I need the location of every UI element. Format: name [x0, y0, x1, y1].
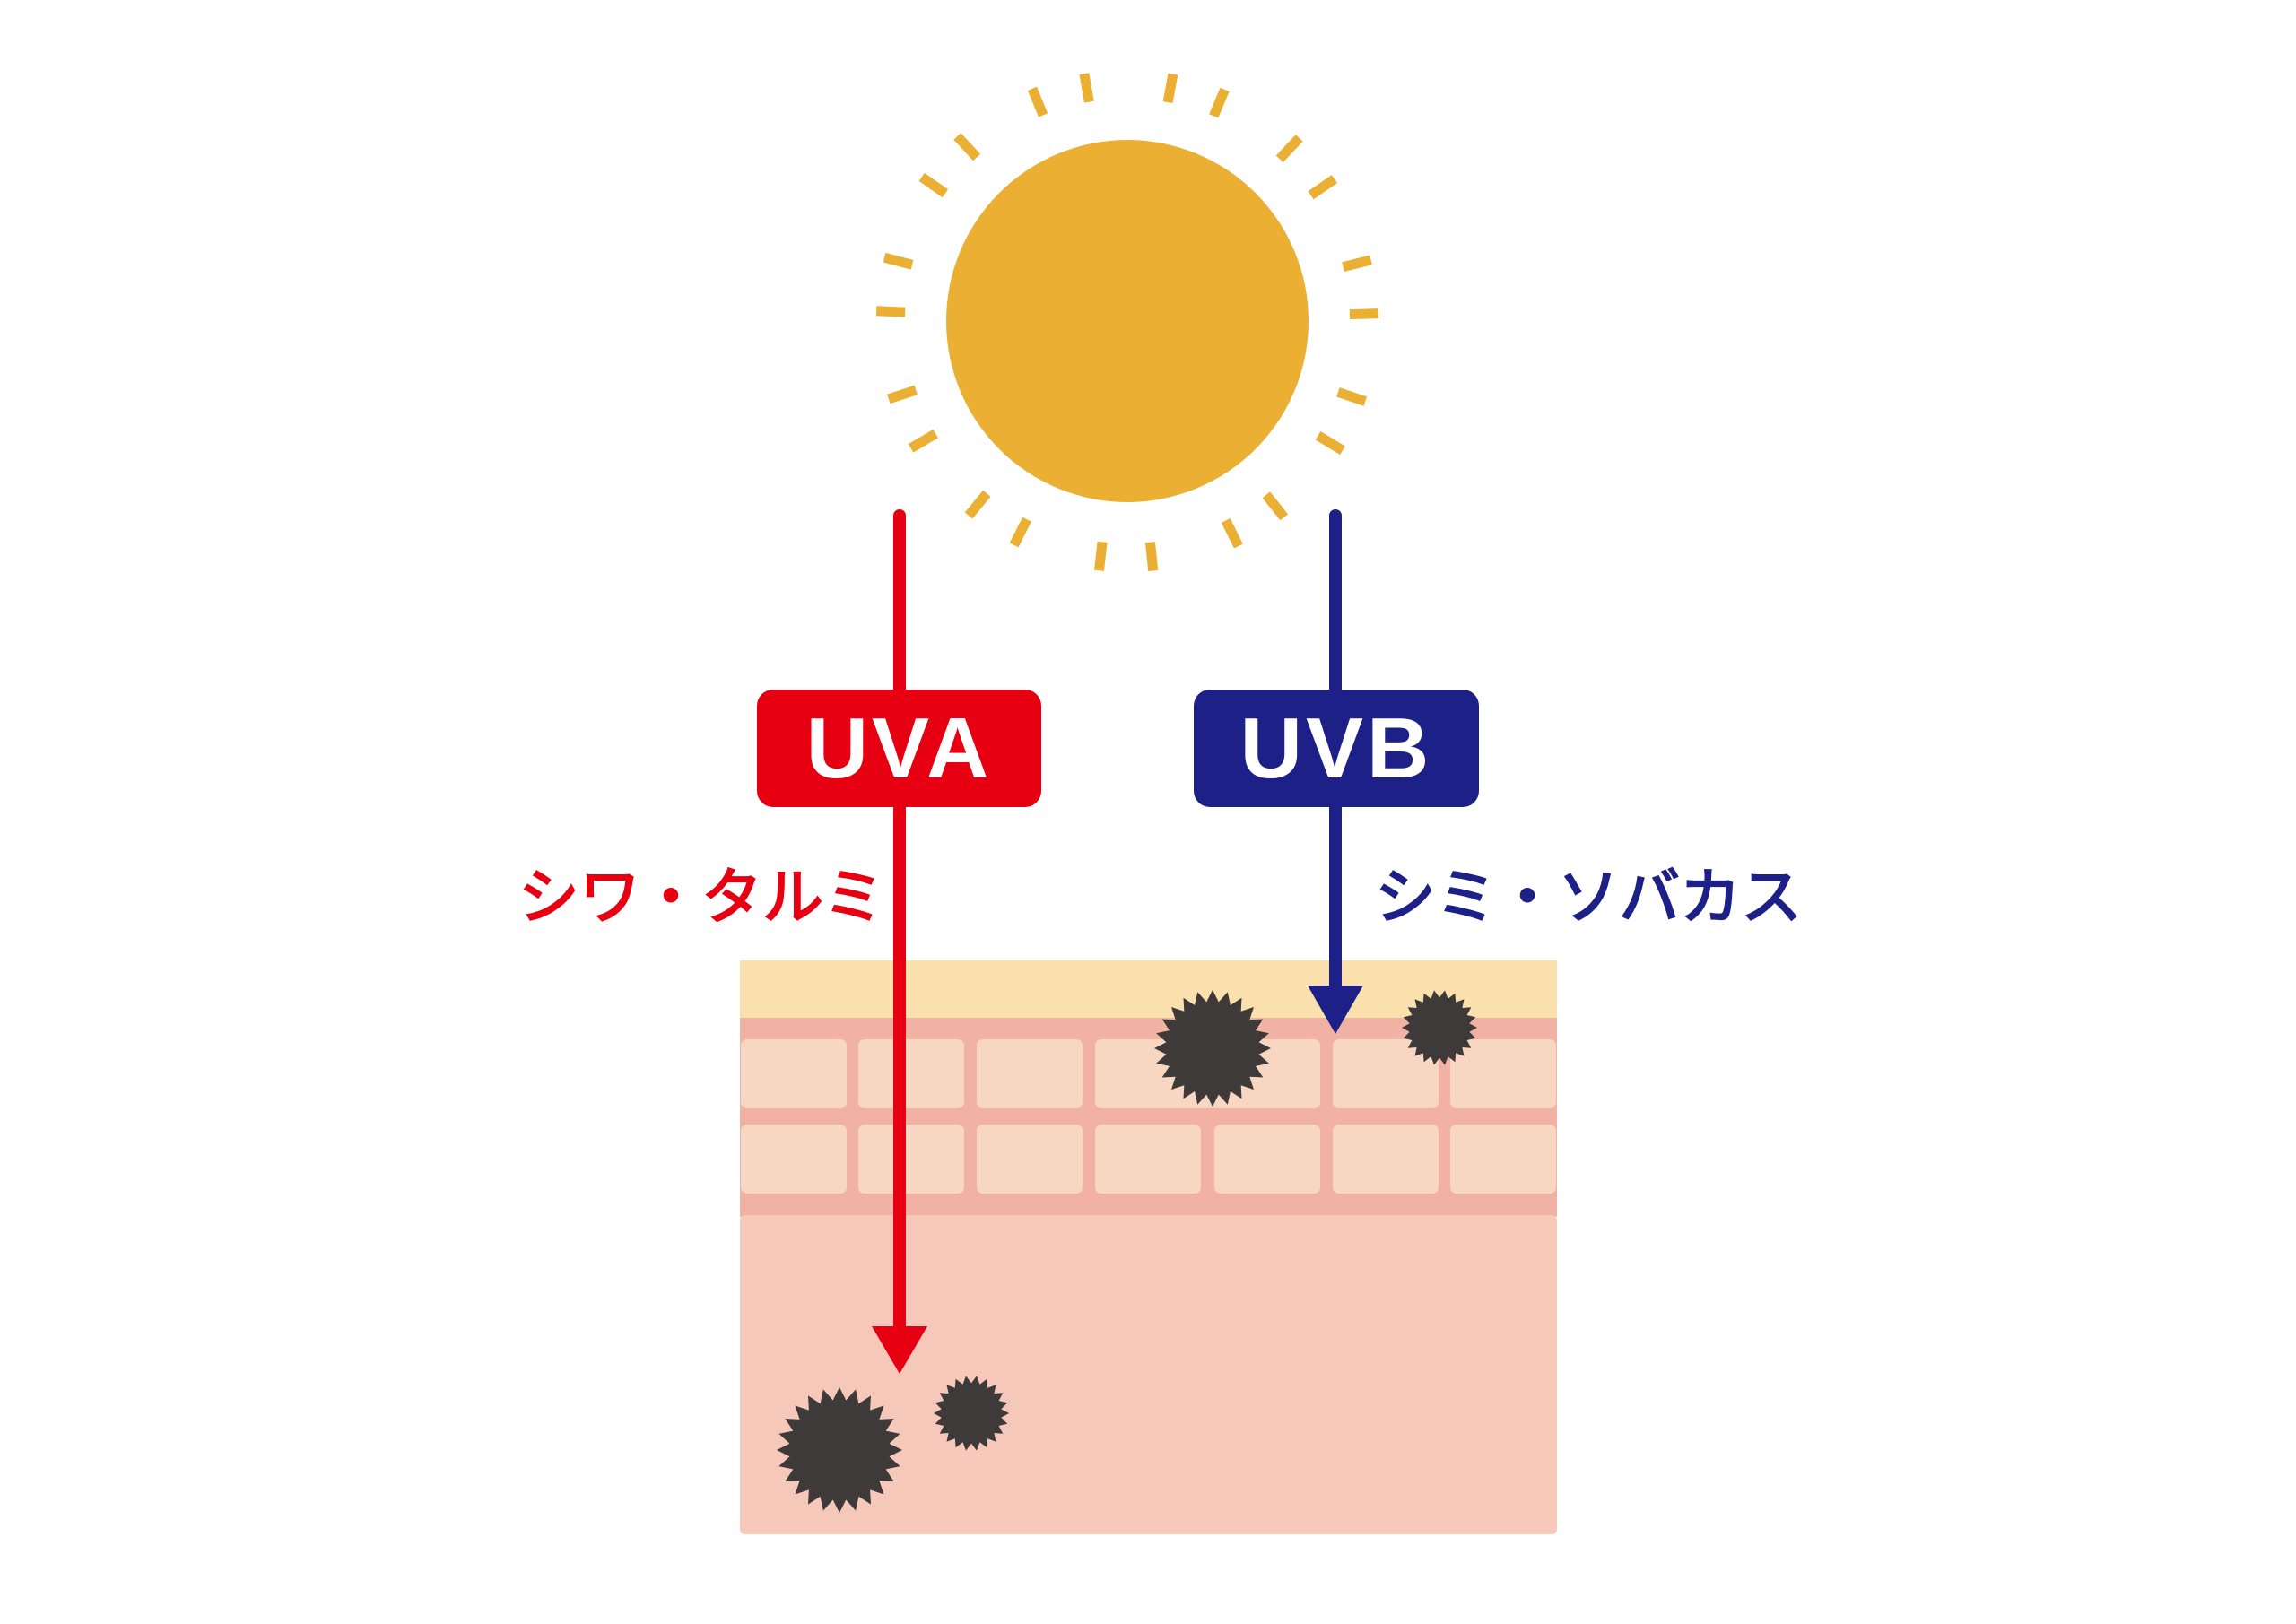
sun-ray: [1209, 87, 1230, 118]
uvb-label: UVB: [1239, 699, 1433, 796]
sun-ray: [1308, 175, 1338, 200]
uvb-effect-label: シミ・ソバカス: [1375, 863, 1803, 934]
skin-cell: [977, 1039, 1083, 1108]
sun-ray: [1162, 73, 1178, 104]
sun-ray: [1336, 387, 1368, 406]
sun-ray: [918, 172, 949, 198]
sun-ray: [1144, 542, 1159, 572]
skin-cross-section: [740, 960, 1557, 1534]
sun-ray: [1009, 517, 1031, 548]
skin-cell: [858, 1039, 964, 1108]
sun-ray: [1262, 491, 1289, 521]
epidermis-cells: [741, 1039, 1556, 1194]
skin-cell: [1450, 1125, 1556, 1194]
sun-ray: [1349, 308, 1379, 320]
skin-cell: [977, 1125, 1083, 1194]
uva-label: UVA: [805, 699, 993, 796]
sun-ray: [1275, 135, 1303, 162]
sun-ray: [1079, 73, 1094, 103]
uva-badge: UVA: [757, 690, 1041, 807]
sun-ray: [887, 385, 918, 404]
skin-cell: [1450, 1039, 1556, 1108]
dermis-layer: [740, 1215, 1557, 1534]
sun-ray: [1221, 517, 1243, 549]
sun-ray: [1094, 541, 1108, 571]
uva-arrow: [872, 509, 927, 1374]
sun-ray: [876, 306, 906, 317]
sun-rays: [876, 73, 1379, 572]
damage-spot-icon: [1402, 990, 1477, 1065]
uvb-badge: UVB: [1194, 690, 1479, 807]
skin-cell: [858, 1125, 964, 1194]
sun-ray: [1342, 255, 1372, 273]
uva-effect-label: シワ・タルミ: [518, 863, 885, 934]
skin-cell: [741, 1039, 847, 1108]
damage-spot-icon: [934, 1376, 1009, 1451]
sun-ray: [953, 133, 981, 161]
damage-spot-icon: [1154, 990, 1271, 1107]
sun-ray: [1027, 86, 1048, 117]
skin-cell: [741, 1125, 847, 1194]
skin-cell: [1095, 1125, 1201, 1194]
damage-spots: [777, 990, 1477, 1513]
damage-spot-icon: [777, 1387, 902, 1513]
sun-ray: [1315, 431, 1345, 455]
sun-ray: [908, 429, 938, 453]
sun-icon: [946, 140, 1309, 502]
sun-ray: [883, 252, 914, 270]
skin-cell: [1333, 1039, 1439, 1108]
skin-cell: [1214, 1125, 1320, 1194]
skin-cell: [1333, 1125, 1439, 1194]
sun-ray: [964, 490, 991, 519]
